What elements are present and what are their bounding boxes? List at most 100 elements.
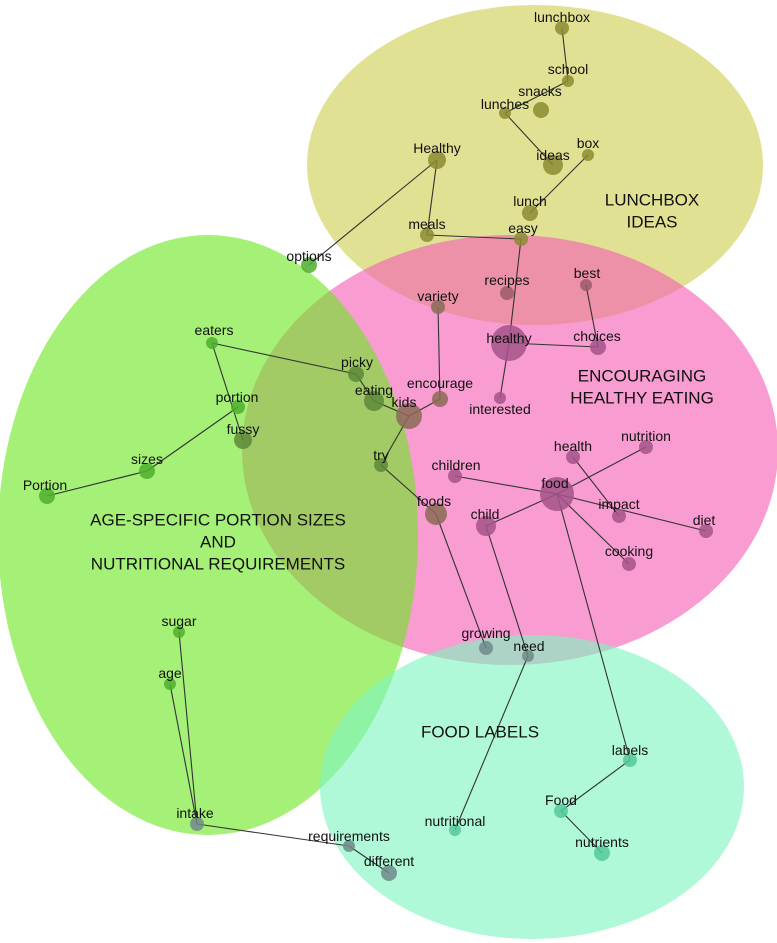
node-dot — [590, 339, 606, 355]
concept-node-box[interactable]: box — [577, 135, 600, 161]
concept-node-encourage[interactable]: encourage — [407, 375, 473, 407]
concept-node-food[interactable]: food — [540, 475, 574, 511]
cluster-label-age: AND — [200, 532, 236, 551]
concept-node-nutritional[interactable]: nutritional — [425, 813, 486, 836]
node-dot — [164, 678, 176, 690]
concept-node-recipes[interactable]: recipes — [484, 272, 530, 300]
edge-foods-growing — [435, 513, 487, 649]
concept-node-different[interactable]: different — [364, 853, 414, 881]
concept-node-children[interactable]: children — [431, 457, 481, 483]
node-label: foods — [417, 493, 451, 509]
concept-node-picky[interactable]: picky — [341, 354, 373, 382]
concept-node-healthy_cap[interactable]: Healthy — [413, 140, 461, 169]
node-dot — [500, 286, 514, 300]
node-label: cooking — [605, 543, 653, 559]
node-label: kids — [392, 394, 417, 410]
node-dot — [364, 391, 384, 411]
concept-node-healthy[interactable]: healthy — [486, 325, 532, 361]
concept-node-eating[interactable]: eating — [355, 382, 393, 411]
edge-health-impact — [572, 456, 620, 517]
concept-node-age[interactable]: age — [158, 665, 182, 690]
edge-school-lunches — [504, 80, 569, 114]
concept-node-options[interactable]: options — [286, 248, 332, 273]
node-dot — [396, 403, 422, 429]
concept-node-diet[interactable]: diet — [693, 512, 716, 538]
concept-node-interested[interactable]: interested — [469, 392, 531, 417]
edge-food_cap-nutrients — [560, 810, 603, 854]
edge-variety-encourage — [437, 306, 441, 400]
node-label: food — [541, 475, 568, 491]
node-label: try — [373, 447, 389, 463]
edge-need-nutritional — [454, 655, 529, 831]
concept-node-sugar[interactable]: sugar — [161, 613, 197, 638]
concept-node-nutrition[interactable]: nutrition — [621, 428, 671, 454]
node-dot — [431, 300, 445, 314]
node-label: growing — [461, 625, 510, 641]
concept-node-variety[interactable]: variety — [417, 288, 459, 314]
cluster-region-age — [0, 235, 418, 835]
concept-node-lunches[interactable]: lunches — [481, 96, 529, 119]
edge-children-food — [454, 475, 558, 495]
node-dot — [566, 450, 580, 464]
node-dot — [639, 440, 653, 454]
concept-node-cooking[interactable]: cooking — [605, 543, 653, 571]
node-label: lunchbox — [534, 9, 590, 25]
concept-node-meals[interactable]: meals — [408, 216, 446, 242]
concept-node-portion[interactable]: portion — [216, 389, 259, 414]
node-dot — [425, 503, 447, 525]
node-dot — [448, 469, 462, 483]
concept-node-lunchbox[interactable]: lunchbox — [534, 9, 590, 35]
node-dot — [499, 107, 511, 119]
node-dot — [562, 75, 574, 87]
concept-node-fussy[interactable]: fussy — [227, 421, 260, 449]
node-label: lunches — [481, 96, 529, 112]
node-label: box — [577, 135, 600, 151]
node-label: portion — [216, 389, 259, 405]
concept-node-best[interactable]: best — [574, 265, 601, 291]
concept-node-child[interactable]: child — [471, 506, 500, 536]
node-label: Healthy — [413, 140, 460, 156]
concept-node-labels[interactable]: labels — [612, 742, 649, 767]
node-dot — [139, 463, 155, 479]
node-dot — [234, 431, 252, 449]
node-label: impact — [598, 496, 639, 512]
concept-node-eaters[interactable]: eaters — [195, 322, 234, 349]
concept-node-try[interactable]: try — [373, 447, 389, 472]
concept-node-need[interactable]: need — [513, 638, 545, 662]
concept-node-health[interactable]: health — [554, 438, 592, 464]
node-dot — [522, 205, 538, 221]
concept-node-easy[interactable]: easy — [508, 220, 538, 246]
concept-node-school[interactable]: school — [548, 61, 588, 87]
concept-node-foods[interactable]: foods — [417, 493, 451, 525]
edge-labels-food_cap — [560, 759, 631, 812]
node-label: nutrients — [575, 834, 629, 850]
concept-node-ideas[interactable]: ideas — [536, 147, 570, 175]
concept-node-snacks[interactable]: snacks — [518, 83, 562, 118]
concept-node-sizes[interactable]: sizes — [131, 451, 163, 479]
node-label: interested — [469, 401, 530, 417]
node-dot — [514, 232, 528, 246]
concept-node-nutrients[interactable]: nutrients — [575, 834, 629, 861]
concept-node-lunch[interactable]: lunch — [513, 193, 547, 221]
node-dot — [206, 337, 218, 349]
node-dot — [622, 557, 636, 571]
node-dot — [533, 102, 549, 118]
node-dot — [173, 626, 185, 638]
concept-node-impact[interactable]: impact — [598, 496, 640, 523]
concept-node-intake[interactable]: intake — [176, 805, 214, 831]
node-label: age — [158, 665, 182, 681]
concept-node-portion_cap[interactable]: Portion — [23, 477, 67, 504]
concept-node-food_cap[interactable]: Food — [545, 792, 577, 818]
node-dot — [623, 753, 637, 767]
concept-node-requirements[interactable]: requirements — [308, 828, 390, 852]
concept-node-kids[interactable]: kids — [392, 394, 422, 429]
node-label: snacks — [518, 83, 562, 99]
node-label: diet — [693, 512, 716, 528]
node-label: ideas — [536, 147, 569, 163]
concept-node-choices[interactable]: choices — [573, 328, 621, 355]
node-dot — [540, 477, 574, 511]
node-dot — [420, 228, 434, 242]
concept-node-growing[interactable]: growing — [461, 625, 511, 655]
